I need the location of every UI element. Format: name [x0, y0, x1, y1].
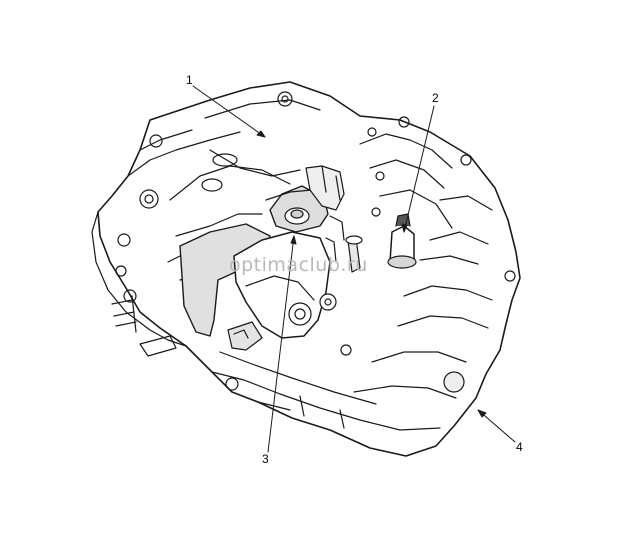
case-bolt — [460, 154, 472, 166]
case-bolt — [225, 377, 239, 391]
callout-label-3: 3 — [262, 452, 269, 466]
leader-line-1 — [192, 85, 266, 138]
leader-line-2 — [403, 105, 435, 233]
flange-bolt — [149, 134, 163, 148]
speed-sensor-connector — [227, 321, 263, 351]
mounting-studs — [111, 299, 137, 327]
lever-pivot — [319, 293, 337, 311]
leader-lines — [192, 85, 516, 453]
watermark-text: optimaclub.ru — [229, 254, 368, 276]
callout-label-4: 4 — [516, 440, 523, 454]
flange-bolt — [139, 189, 159, 209]
flange-bolt — [117, 233, 131, 247]
leader-line-3 — [267, 235, 295, 453]
case-bolt — [375, 171, 385, 181]
case-bolt — [504, 270, 516, 282]
callout-label-1: 1 — [186, 73, 193, 87]
flange-bolt — [277, 91, 293, 107]
callout-label-2: 2 — [432, 91, 439, 105]
flange-bolt — [123, 289, 137, 303]
case-bolt — [340, 344, 352, 356]
case-bolt — [371, 207, 381, 217]
bell-housing-flange — [91, 211, 187, 347]
case-bolt — [398, 116, 410, 128]
case-bolt — [367, 127, 377, 137]
case-bolt — [443, 371, 465, 393]
lever-bolt — [288, 302, 312, 326]
flange-bolt — [115, 265, 127, 277]
